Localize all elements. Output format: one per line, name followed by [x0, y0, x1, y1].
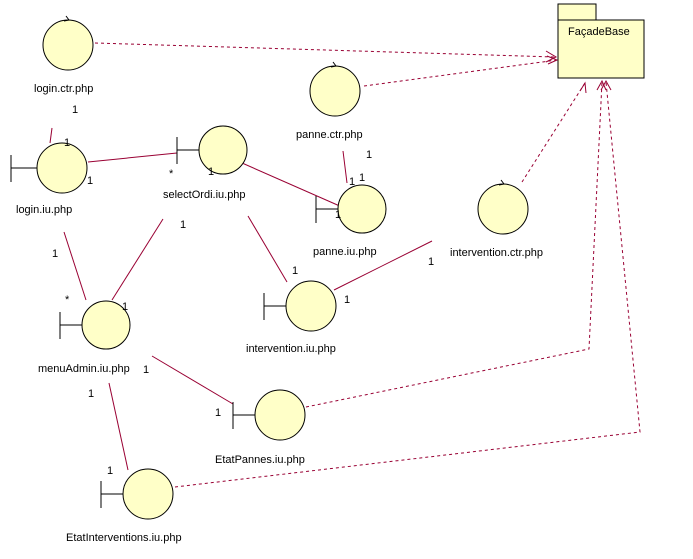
dep-login-ctr-facade — [94, 42, 556, 58]
assoc-login-iu-menuadmin — [63, 231, 87, 301]
boundary-label: login.iu.php — [16, 204, 72, 216]
package-tab — [557, 3, 597, 21]
boundary-etatpannes-iu[interactable]: EtatPannes.iu.php — [215, 389, 306, 466]
multiplicity: 1 — [52, 248, 58, 260]
boundary-icon — [81, 300, 131, 350]
boundary-icon — [337, 184, 387, 234]
package-facadebase[interactable]: FaçadeBase — [557, 3, 645, 79]
multiplicity: 1 — [359, 172, 365, 184]
arrowhead-1 — [545, 50, 558, 63]
control-icon — [477, 183, 529, 235]
boundary-menuadmin-iu[interactable]: menuAdmin.iu.php — [38, 300, 131, 375]
multiplicity: 1 — [215, 407, 221, 419]
multiplicity: * — [169, 168, 174, 180]
boundary-label: EtatPannes.iu.php — [215, 454, 305, 466]
assoc-menuadmin-etatinterventions — [108, 382, 129, 471]
control-label: panne.ctr.php — [296, 129, 363, 141]
assoc-intervention-ctr-intervention-iu — [333, 240, 433, 291]
package-name: FaçadeBase — [568, 26, 630, 38]
control-arrow — [63, 15, 70, 22]
multiplicity: 1 — [335, 209, 341, 221]
assoc-panne-ctr-panne-iu — [342, 150, 348, 184]
arrowhead-4 — [596, 79, 607, 91]
boundary-intervention-iu[interactable]: intervention.iu.php — [246, 280, 337, 355]
control-arrow — [498, 179, 505, 186]
boundary-label: menuAdmin.iu.php — [38, 363, 130, 375]
dep-etatpannes-facade — [305, 81, 603, 408]
multiplicity: 1 — [143, 364, 149, 376]
multiplicity: 1 — [208, 166, 214, 178]
dep-etatinterventions-facade — [174, 81, 641, 488]
boundary-label: selectOrdi.iu.php — [163, 189, 246, 201]
boundary-icon — [285, 280, 337, 332]
control-intervention-ctr[interactable]: intervention.ctr.php — [450, 179, 543, 259]
boundary-label: panne.iu.php — [313, 246, 377, 258]
multiplicity: 1 — [107, 465, 113, 477]
boundary-icon — [122, 468, 174, 520]
multiplicity: 1 — [428, 256, 434, 268]
assoc-selectordi-menuadmin — [111, 218, 164, 301]
multiplicity: 1 — [72, 104, 78, 116]
control-icon — [42, 19, 94, 71]
dep-panne-ctr-facade — [363, 59, 558, 87]
multiplicity: 1 — [180, 219, 186, 231]
multiplicity: 1 — [122, 301, 128, 313]
multiplicity: 1 — [349, 176, 355, 188]
boundary-icon — [198, 125, 248, 175]
boundary-selectordi-iu[interactable]: selectOrdi.iu.php — [163, 125, 248, 201]
boundary-etatinterventions-iu[interactable]: EtatInterventions.iu.php — [66, 468, 182, 544]
boundary-icon — [36, 142, 88, 194]
assoc-login-ctr-login-iu — [49, 127, 53, 144]
arrowhead-2 — [546, 55, 559, 65]
multiplicity: * — [65, 294, 70, 306]
arrowhead-3 — [579, 81, 587, 94]
assoc-selectordi-intervention-iu — [247, 215, 288, 283]
control-arrow — [330, 61, 337, 68]
arrowhead-5 — [600, 79, 612, 91]
boundary-panne-iu[interactable]: panne.iu.php — [313, 184, 387, 258]
multiplicity: 1 — [87, 175, 93, 187]
multiplicity: 1 — [88, 388, 94, 400]
multiplicity: 1 — [292, 265, 298, 277]
assoc-login-iu-selectordi — [87, 152, 178, 163]
package-body — [557, 19, 645, 79]
control-label: intervention.ctr.php — [450, 247, 543, 259]
multiplicity: 1 — [344, 294, 350, 306]
assoc-menuadmin-etatpannes — [151, 355, 234, 405]
control-label: login.ctr.php — [34, 83, 93, 95]
boundary-label: EtatInterventions.iu.php — [66, 532, 182, 544]
boundary-label: intervention.iu.php — [246, 343, 336, 355]
boundary-icon — [254, 389, 306, 441]
control-login-ctr[interactable]: login.ctr.php — [34, 15, 94, 95]
multiplicity: 1 — [64, 137, 70, 149]
control-icon — [309, 65, 361, 117]
control-panne-ctr[interactable]: panne.ctr.php — [296, 61, 363, 141]
multiplicity: 1 — [366, 149, 372, 161]
dep-intervention-ctr-facade — [521, 82, 586, 183]
boundary-login-iu[interactable]: login.iu.php — [10, 142, 88, 216]
